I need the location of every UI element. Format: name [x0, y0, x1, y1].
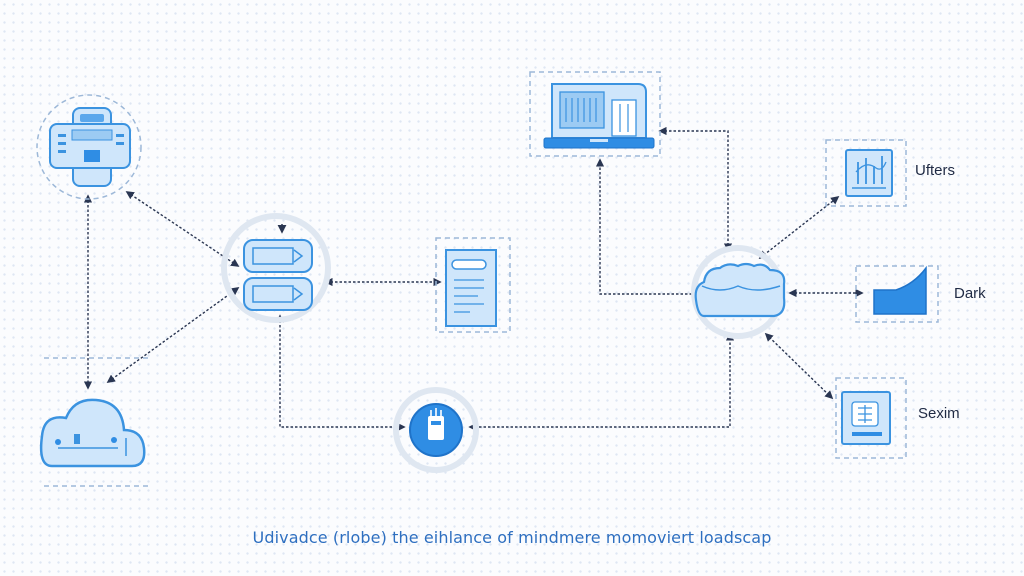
cloud-node	[39, 357, 150, 487]
edge-storage-to-sexim	[764, 332, 834, 400]
hub-node	[393, 387, 479, 473]
edge-storage-to-filters	[758, 195, 840, 260]
switch-node	[221, 213, 331, 323]
edge-server-to-switch	[125, 191, 240, 267]
sexim-label: Sexim	[918, 405, 960, 422]
dark-node	[855, 265, 939, 323]
edge-cloud-to-switch	[106, 287, 240, 383]
server-node	[36, 94, 142, 200]
sexim-node	[835, 377, 907, 459]
connectors	[83, 126, 864, 432]
diagram-caption: Udivadce (rlobe) the eihlance of mindmer…	[252, 528, 772, 547]
filters-label: Ufters	[915, 162, 956, 179]
edge-switch-to-hub	[275, 314, 406, 432]
document-node	[435, 237, 511, 333]
filters-node	[825, 139, 907, 207]
dark-label: Dark	[954, 285, 986, 302]
storage-node	[691, 245, 786, 339]
edge-laptop-to-storage	[658, 126, 733, 252]
laptop-node	[529, 71, 661, 157]
edge-hub-to-storage	[468, 332, 735, 432]
edge-storage-to-laptop-left	[595, 158, 692, 295]
